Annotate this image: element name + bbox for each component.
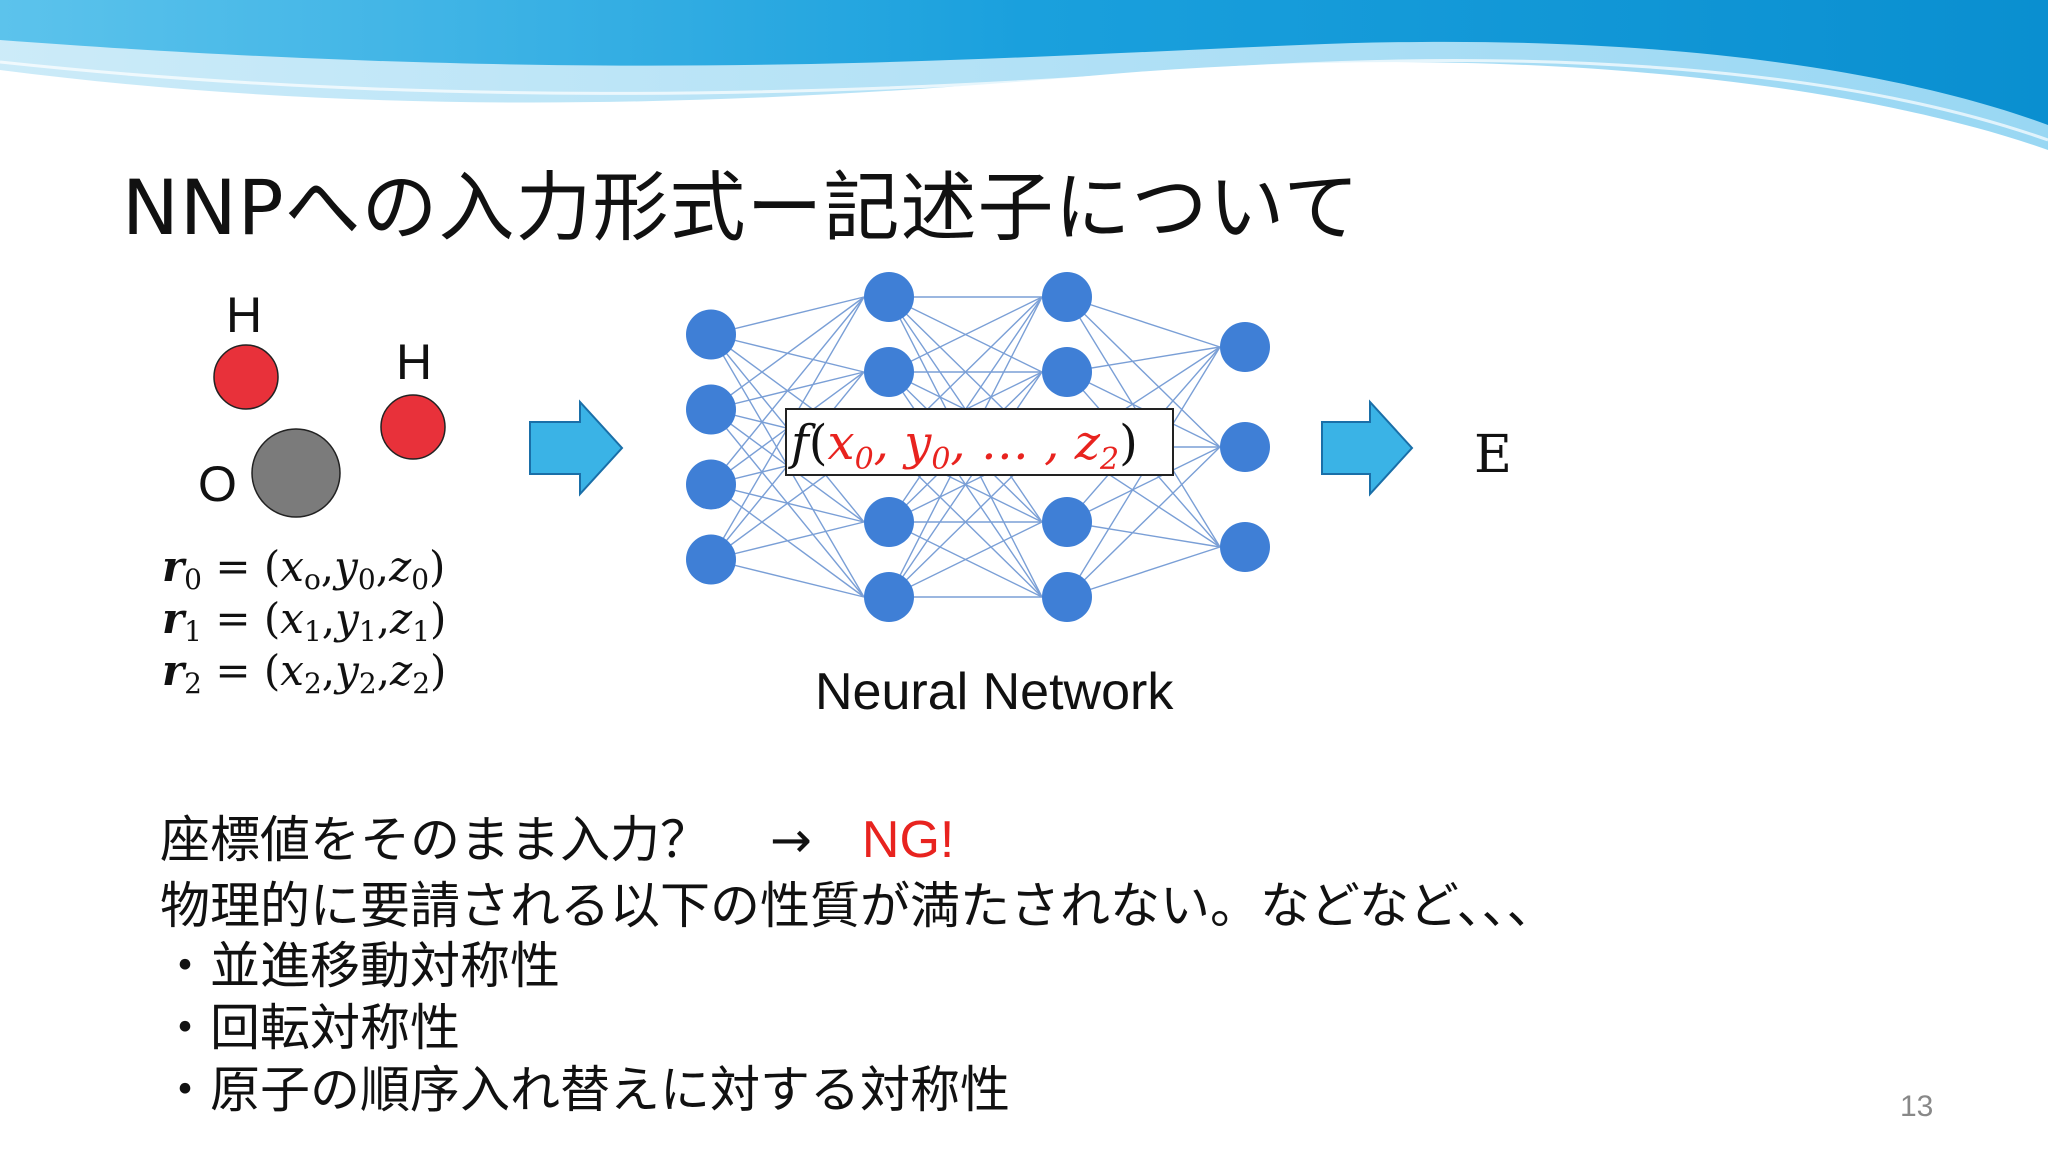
network-edge [710,296,865,336]
atom-label-h1: H [226,287,263,343]
network-node [1042,272,1092,322]
network-edge [710,521,865,561]
question-line: 座標値をそのまま入力？→NG! [160,811,955,869]
page-number: 13 [1900,1090,1934,1123]
network-edge [1066,546,1221,598]
network-edge [888,296,1043,373]
hydrogen-atom-2 [380,394,446,460]
network-node [1220,422,1270,472]
bullet-item-permutation: ・原子の順序入れ替えに対する対称性 [160,1061,1010,1119]
equation-r2: r2 = (x2,y2,z2) [162,646,447,700]
atom-label-h2: H [396,334,433,390]
header-wave-dark [0,0,2048,125]
slide-title: NNPへの入力形式ー記述子について [122,163,1361,252]
network-node [1220,522,1270,572]
network-edge [1066,296,1221,348]
ng-verdict: NG! [861,811,955,869]
oxygen-atom [251,428,341,518]
network-node [686,309,736,360]
output-energy-label: E [1474,425,1512,485]
network-node [1042,347,1092,397]
network-edge [1066,446,1221,598]
network-node [864,497,914,547]
header-wave-line [0,59,2048,142]
atom-label-o: O [198,456,237,512]
network-edge [1066,346,1221,373]
reason-line: 物理的に要請される以下の性質が満たされない。などなど、、、 [160,877,1557,935]
network-edge [1066,446,1221,523]
network-edge [710,296,865,485]
output-arrow-icon [1321,399,1414,497]
network-node [1042,572,1092,622]
bullet-item-translation: ・並進移動対称性 [160,937,560,995]
right-arrow-icon: → [770,811,812,869]
network-edge [710,296,865,411]
network-function-box: f(x0, y0, … , z2) [785,408,1174,476]
equation-r0: r0 = (xo,y0,z0) [162,542,446,596]
network-caption: Neural Network [815,663,1174,721]
network-node [1220,322,1270,372]
bullet-item-rotation: ・回転対称性 [160,999,460,1057]
equation-r1: r1 = (x1,y1,z1) [162,594,447,648]
input-arrow-icon [529,399,624,497]
network-node [686,384,736,435]
network-node [686,534,736,585]
network-node [864,347,914,397]
network-node [864,272,914,322]
network-edge [1066,296,1221,448]
hydrogen-atom-1 [213,344,279,410]
network-edge [888,521,1043,598]
network-node [686,459,736,510]
network-edge [710,558,865,598]
network-edge [1066,521,1221,548]
network-node [864,572,914,622]
network-node [1042,497,1092,547]
